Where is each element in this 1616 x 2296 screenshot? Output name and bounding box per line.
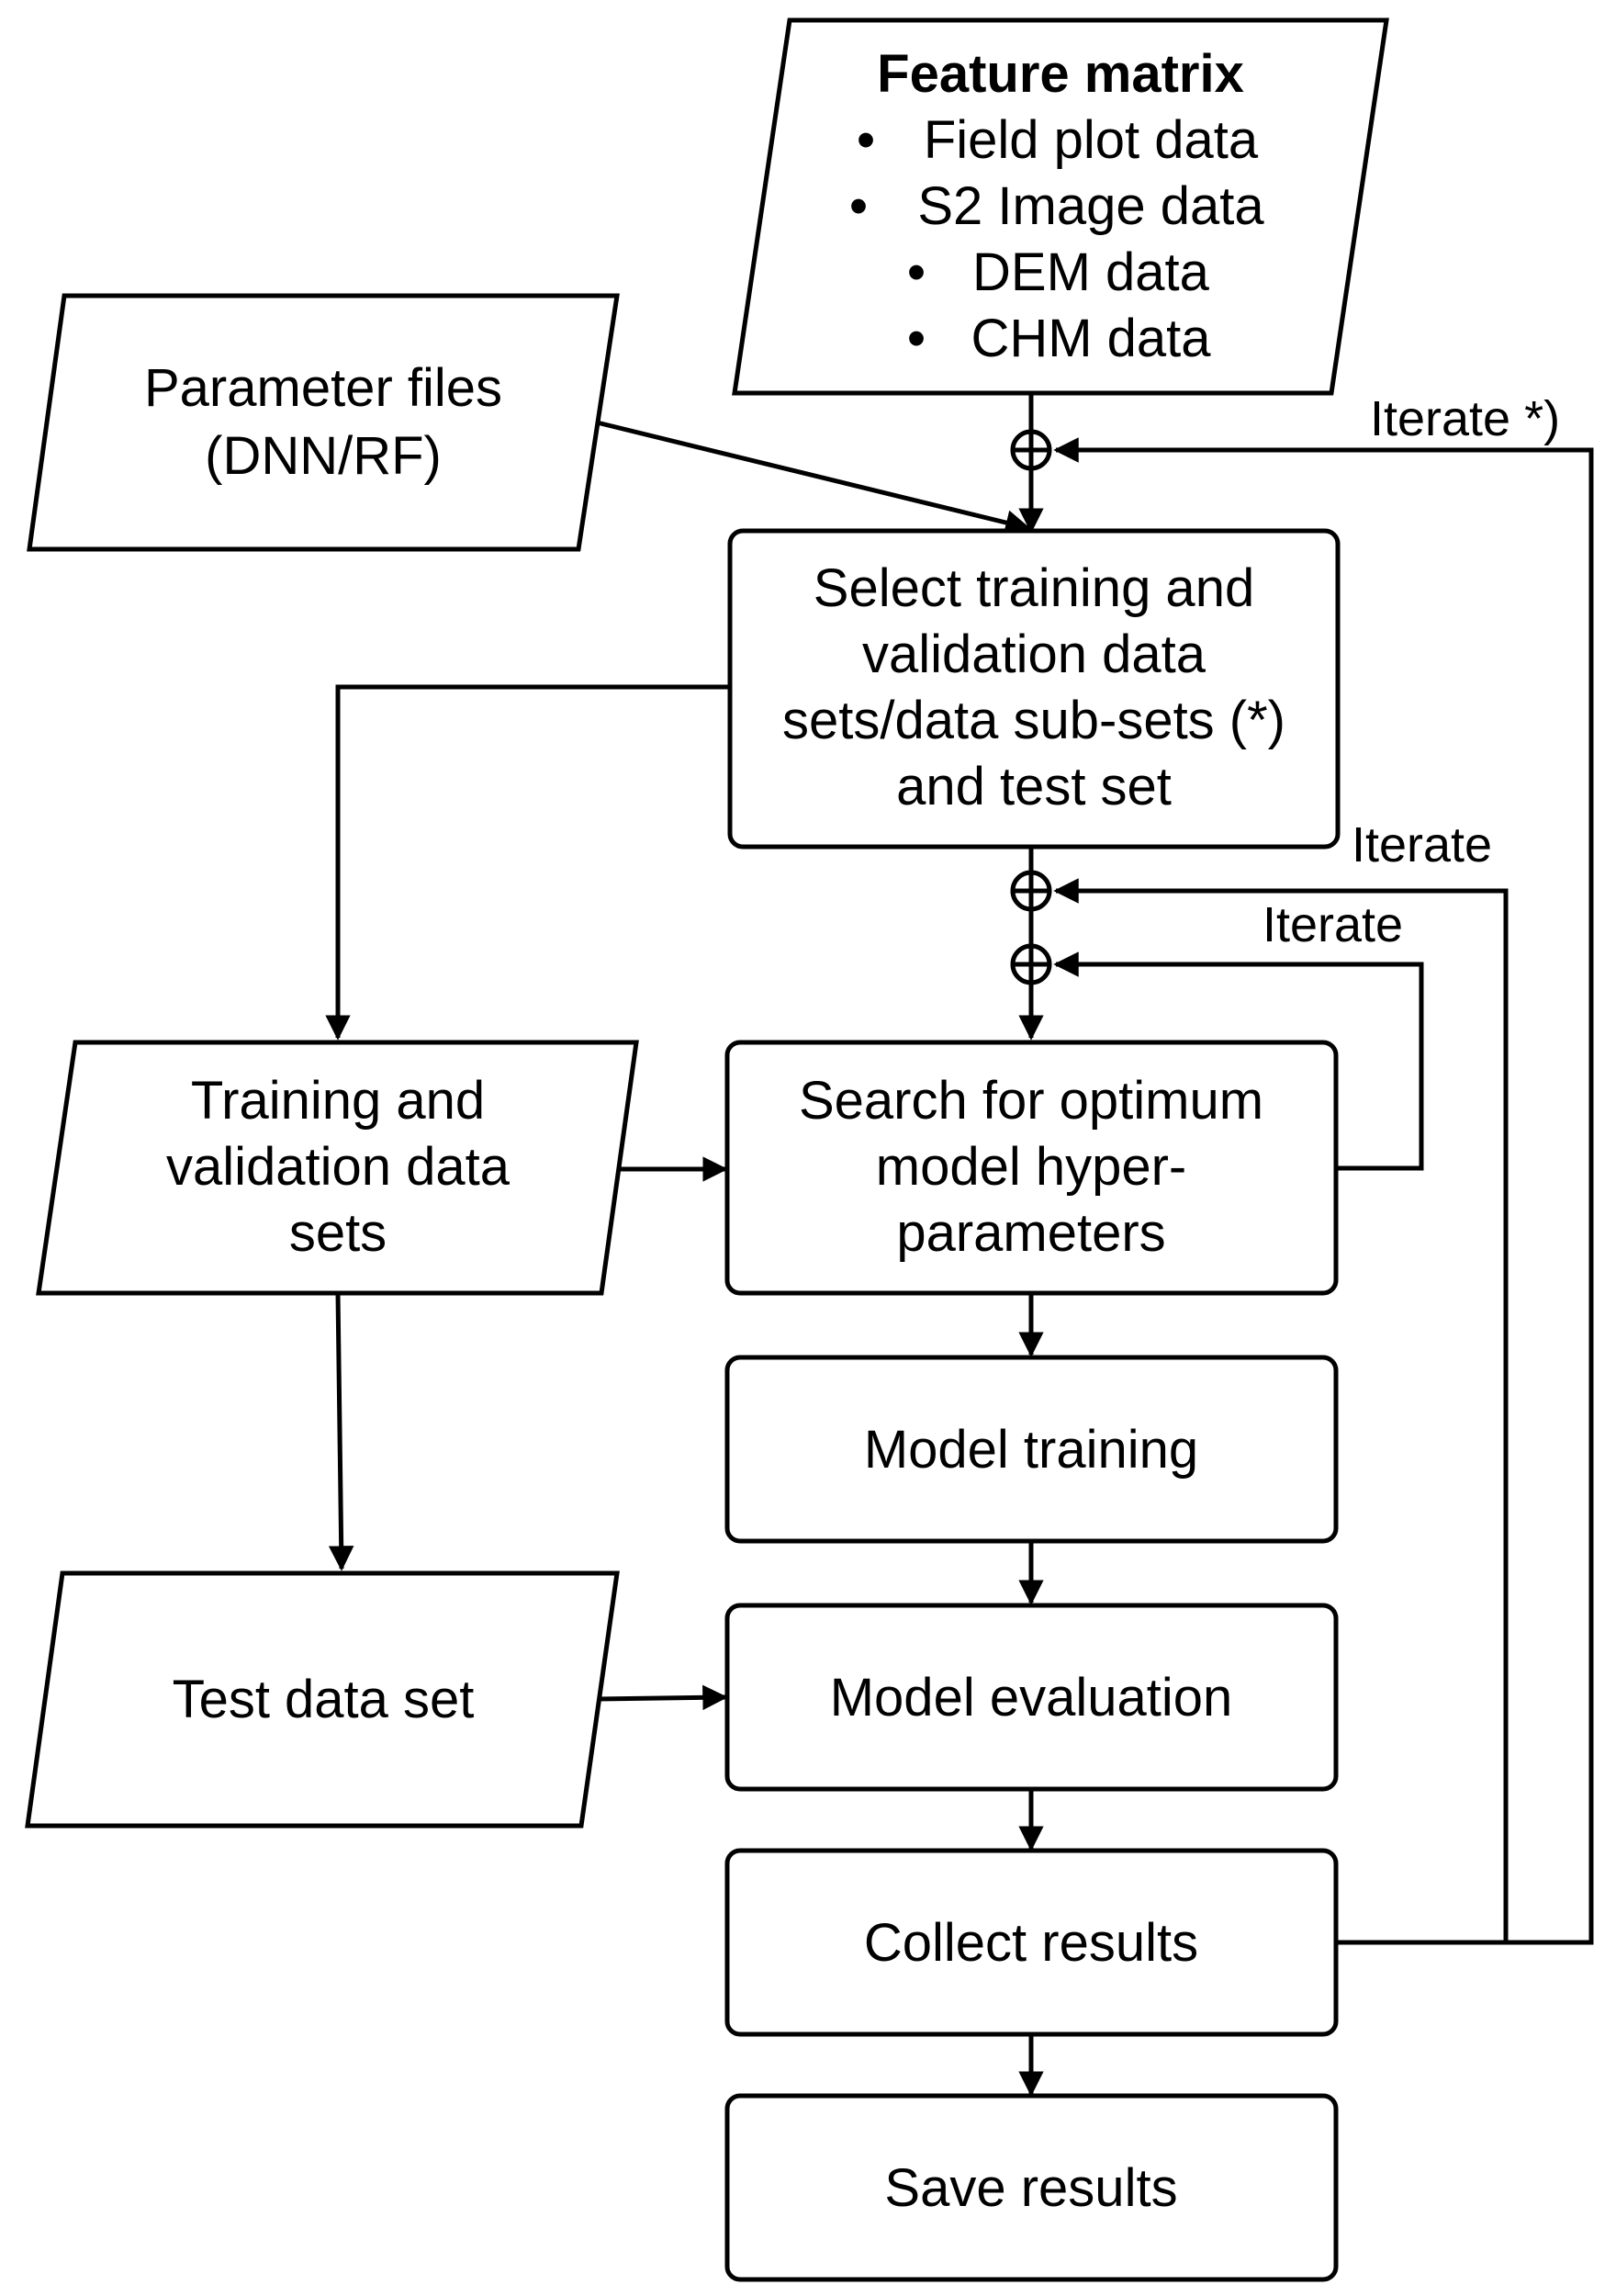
select-sets-line3: sets/data sub-sets (*) bbox=[782, 691, 1285, 750]
loop-middle bbox=[1053, 878, 1509, 1945]
search-hyper-line1: Search for optimum bbox=[799, 1071, 1263, 1131]
collect-results-node: Collect results bbox=[724, 1848, 1339, 2037]
select-sets-node: Select training and validation data sets… bbox=[727, 528, 1341, 850]
model-evaluation-label: Model evaluation bbox=[830, 1668, 1233, 1728]
bullet-3: • bbox=[907, 242, 926, 302]
train-val-line2: validation data bbox=[166, 1137, 511, 1197]
junction-inner bbox=[1010, 943, 1052, 985]
loop-inner bbox=[1053, 951, 1424, 1171]
test-data-node: Test data set bbox=[25, 1570, 620, 1829]
feature-matrix-node: Feature matrix • Field plot data • S2 Im… bbox=[732, 17, 1389, 396]
model-training-label: Model training bbox=[864, 1420, 1198, 1480]
save-results-label: Save results bbox=[884, 2158, 1177, 2218]
junction-middle bbox=[1010, 870, 1052, 912]
iterate-middle-label: Iterate bbox=[1352, 817, 1492, 872]
feature-item-field-plot: Field plot data bbox=[924, 110, 1259, 170]
select-sets-line4: and test set bbox=[896, 757, 1172, 816]
bullet-2: • bbox=[849, 176, 868, 236]
arrow-select-to-trainval bbox=[325, 684, 730, 1041]
iterate-inner-label: Iterate bbox=[1262, 897, 1403, 952]
model-evaluation-node: Model evaluation bbox=[724, 1603, 1339, 1792]
train-val-line1: Training and bbox=[191, 1071, 485, 1131]
arrow-params-to-select bbox=[596, 420, 1031, 535]
iterate-outer-label: Iterate *) bbox=[1370, 391, 1560, 446]
parameter-files-line2: (DNN/RF) bbox=[205, 426, 442, 486]
parameter-files-line1: Parameter files bbox=[144, 358, 502, 418]
arrow-test-to-eval bbox=[596, 1684, 728, 1711]
save-results-node: Save results bbox=[724, 2093, 1339, 2282]
connectors bbox=[325, 393, 1594, 2097]
train-val-node: Training and validation data sets bbox=[36, 1040, 639, 1296]
bullet-1: • bbox=[857, 110, 875, 170]
search-hyper-line3: parameters bbox=[896, 1203, 1165, 1263]
select-sets-line1: Select training and bbox=[814, 558, 1254, 618]
train-val-line3: sets bbox=[289, 1203, 387, 1263]
test-data-label: Test data set bbox=[173, 1670, 475, 1729]
feature-item-chm: CHM data bbox=[971, 309, 1211, 368]
model-training-node: Model training bbox=[724, 1355, 1339, 1544]
feature-item-dem: DEM data bbox=[972, 242, 1210, 302]
arrow-trainval-to-test bbox=[328, 1292, 354, 1571]
feature-matrix-title: Feature matrix bbox=[877, 44, 1244, 104]
collect-results-label: Collect results bbox=[864, 1913, 1198, 1973]
search-hyper-node: Search for optimum model hyper- paramete… bbox=[724, 1040, 1339, 1296]
search-hyper-line2: model hyper- bbox=[876, 1137, 1186, 1197]
parameter-files-node: Parameter files (DNN/RF) bbox=[27, 293, 620, 552]
feature-item-s2-image: S2 Image data bbox=[917, 176, 1264, 236]
junction-outer bbox=[1010, 429, 1052, 471]
bullet-4: • bbox=[907, 309, 926, 368]
loop-outer bbox=[1053, 437, 1594, 1945]
select-sets-line2: validation data bbox=[862, 625, 1206, 684]
